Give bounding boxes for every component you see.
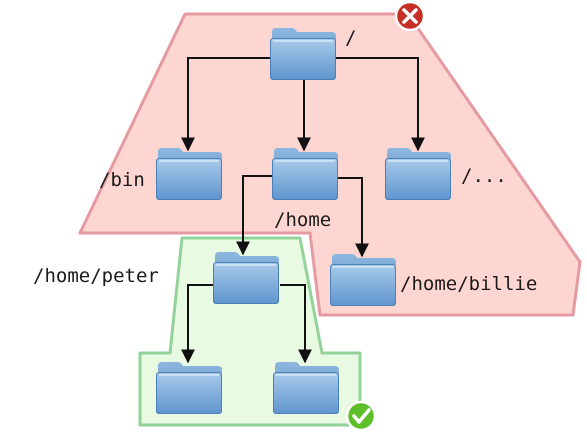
edge-home-peter [236,175,272,256]
folder-icon-billie [329,253,397,307]
edge-root-bin [181,57,270,152]
folder-icon-peter-child-2 [272,361,340,415]
edge-peter-child2 [280,284,312,364]
edge-peter-child1 [181,284,214,364]
label-more: /... [461,165,507,187]
folder-icon-root [269,27,337,81]
tree-connectors [181,57,425,364]
label-peter: /home/peter [33,265,159,287]
label-home: /home [274,209,331,231]
label-billie: /home/billie [400,273,537,295]
folder-icon-more [384,147,452,201]
folder-icon-bin [155,147,223,201]
folder-icon-peter-child-1 [155,361,223,415]
label-bin: /bin [99,169,145,191]
edge-home-billie [336,177,369,258]
folder-icon-peter [212,251,280,305]
label-root: / [345,27,356,49]
green-check-icon [345,400,377,432]
red-x-icon [394,0,426,32]
folder-icon-home [271,147,339,201]
edge-root-more [336,57,425,152]
